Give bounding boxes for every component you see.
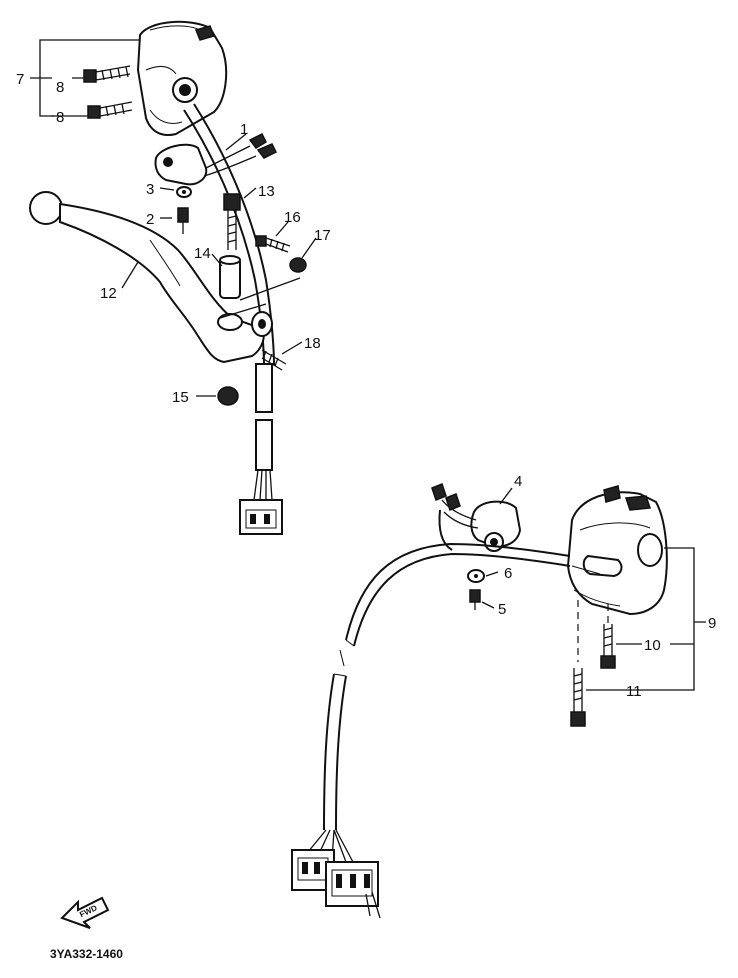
screw-11: [570, 668, 586, 727]
cable-end-mark: [339, 649, 345, 667]
nut-15: [217, 386, 239, 406]
callout-8-upper: 8: [56, 79, 64, 96]
cable-break: [333, 639, 355, 677]
screw-10: [600, 624, 616, 669]
callout-17: 17: [314, 227, 331, 244]
callout-10: 10: [644, 637, 661, 654]
callout-15: 15: [172, 389, 189, 406]
callout-14: 14: [194, 245, 211, 262]
washer-3: [176, 186, 192, 198]
callout-1: 1: [240, 121, 248, 138]
front-brake-switch: [431, 483, 522, 552]
collar-14: [219, 255, 241, 299]
callout-18: 18: [304, 335, 321, 352]
callout-5: 5: [498, 601, 506, 618]
callout-bracket-9: [586, 547, 706, 691]
right-handlebar-switch: [566, 485, 668, 616]
left-cable-lower: [239, 363, 283, 535]
clutch-switch: [154, 132, 278, 186]
callout-3: 3: [146, 181, 154, 198]
screw-2: [177, 207, 189, 234]
washer-6: [467, 569, 485, 583]
right-cable-lower: [323, 673, 347, 831]
brake-switch-wire: [438, 509, 453, 551]
drawing-code: 3YA332-1460: [50, 947, 123, 961]
callout-11: 11: [626, 683, 642, 700]
forward-arrow-icon: FWD: [60, 896, 110, 929]
right-switch-cable: [345, 542, 571, 647]
leader-lines: [121, 133, 513, 609]
callout-16: 16: [284, 209, 301, 226]
callout-2: 2: [146, 211, 154, 228]
left-handlebar-switch: [136, 20, 228, 136]
right-connectors: [291, 829, 381, 919]
callout-8-lower: 8: [56, 109, 64, 126]
screw-8-lower: [87, 101, 133, 119]
callout-13: 13: [258, 183, 275, 200]
callout-4: 4: [514, 473, 522, 490]
bolt-13: [223, 193, 241, 250]
screw-5: [469, 589, 481, 610]
callout-12: 12: [100, 285, 117, 302]
callout-9: 9: [708, 615, 716, 632]
nut-17: [289, 257, 307, 273]
lever-pivot-nut: [251, 311, 273, 337]
left-switch-cable-outer: [193, 103, 275, 366]
callout-6: 6: [504, 565, 512, 582]
screw-8-upper: [83, 65, 131, 83]
callout-7: 7: [16, 71, 24, 88]
lever-pivot-link: [219, 277, 301, 319]
callout-bracket-7: [30, 39, 140, 117]
screw-16: [255, 235, 291, 253]
clutch-lever: [29, 191, 265, 364]
